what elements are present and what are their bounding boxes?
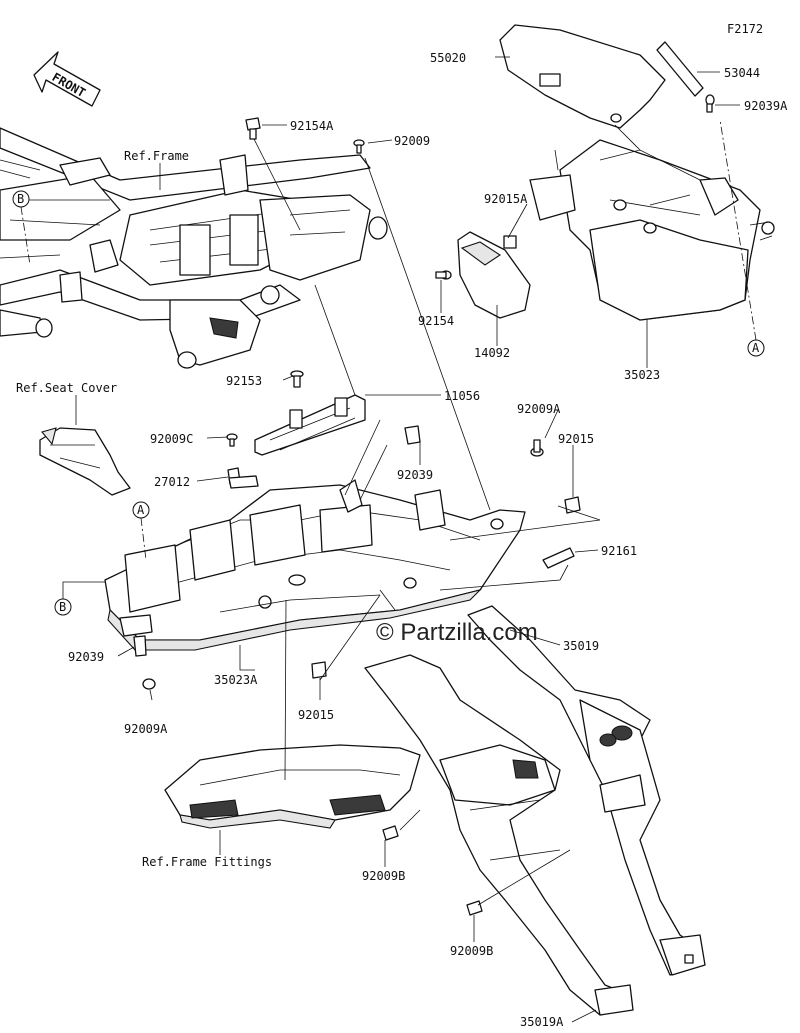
frame-fittings-reference-drawing [164, 744, 421, 829]
figure-code: F2172 [727, 22, 763, 36]
part-label-92039a: 92039A [744, 99, 788, 113]
part-label-92015a: 92015A [484, 192, 528, 206]
marker-a-left: A [132, 501, 150, 561]
part-label-92009a-left: 92009A [124, 722, 168, 736]
rod-53044 [656, 41, 704, 97]
svg-text:A: A [137, 503, 145, 517]
bracket-11056 [254, 394, 366, 456]
part-label-92039-mid: 92039 [397, 468, 433, 482]
seat-cover-reference-drawing [39, 427, 131, 496]
part-label-35023: 35023 [624, 368, 660, 382]
ref-seat-cover-label: Ref.Seat Cover [16, 381, 117, 395]
part-label-92153: 92153 [226, 374, 262, 388]
part-label-11056: 11056 [444, 389, 480, 403]
part-label-14092: 14092 [474, 346, 510, 360]
part-label-92154a: 92154A [290, 119, 334, 133]
hardware-screws [133, 94, 715, 916]
part-label-27012: 27012 [154, 475, 190, 489]
front-arrow-icon: FRONT [33, 51, 101, 107]
part-label-92015-right: 92015 [558, 432, 594, 446]
svg-text:A: A [752, 341, 760, 355]
part-label-35023a: 35023A [214, 673, 258, 687]
fender-35019a [364, 654, 634, 1016]
part-label-92009a-right: 92009A [517, 402, 561, 416]
svg-text:B: B [17, 192, 24, 206]
ref-frame-fittings-label: Ref.Frame Fittings [142, 855, 272, 869]
marker-b-top: B [12, 190, 31, 266]
box-35023 [529, 139, 775, 321]
part-label-92039-left: 92039 [68, 650, 104, 664]
marker-b-left: B [54, 581, 105, 616]
ref-frame-label: Ref.Frame [124, 149, 189, 163]
mat-55020 [499, 24, 666, 129]
watermark-text: © Partzilla.com [376, 619, 538, 646]
part-label-35019: 35019 [563, 639, 599, 653]
marker-a-right: A [719, 119, 765, 357]
part-label-92015-bottom: 92015 [298, 708, 334, 722]
part-label-92009b-a: 92009B [362, 869, 405, 883]
part-label-92154: 92154 [418, 314, 454, 328]
part-label-53044: 53044 [724, 66, 760, 80]
part-label-92009b-b: 92009B [450, 944, 493, 958]
fender-35019 [467, 605, 706, 976]
part-label-92161: 92161 [601, 544, 637, 558]
cover-14092 [457, 231, 531, 319]
part-label-35019a: 35019A [520, 1015, 564, 1029]
svg-text:B: B [59, 600, 66, 614]
part-label-92009-top: 92009 [394, 134, 430, 148]
part-label-92009c: 92009C [150, 432, 193, 446]
frame-reference-drawing [0, 127, 388, 369]
leader-lines [117, 56, 740, 1023]
part-label-55020: 55020 [430, 51, 466, 65]
